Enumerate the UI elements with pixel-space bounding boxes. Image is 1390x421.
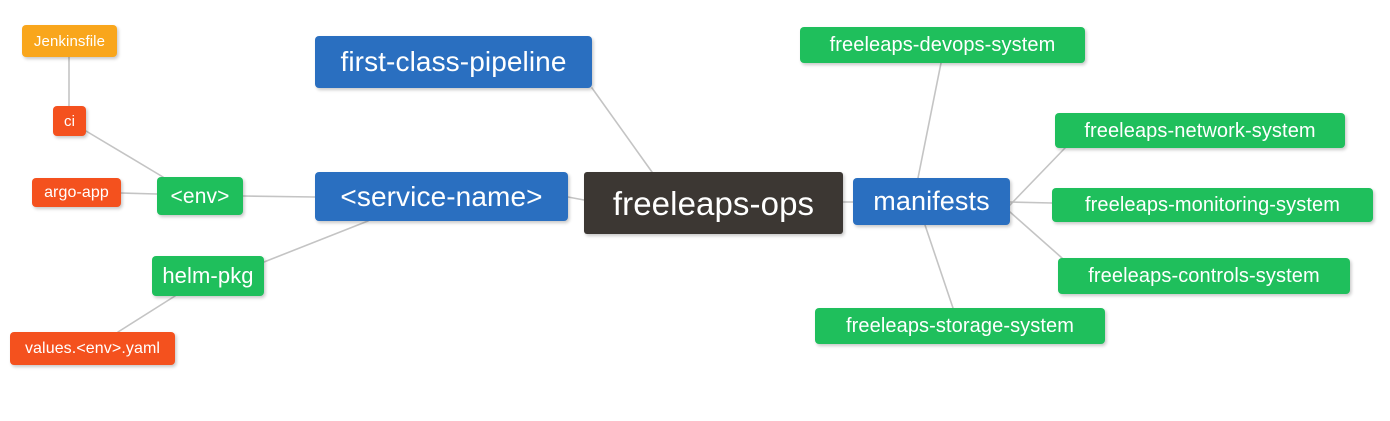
node-helm-pkg[interactable]: helm-pkg [152, 256, 264, 296]
node-values-env-yaml[interactable]: values.<env>.yaml [10, 332, 175, 365]
node-freeleaps-devops-system[interactable]: freeleaps-devops-system [800, 27, 1085, 63]
edge-first_class_pipeline-to-freeleaps-ops [591, 87, 653, 173]
node-ci[interactable]: ci [53, 106, 86, 136]
node-manifests[interactable]: manifests [853, 178, 1010, 225]
edge-manifests-to-storage_system [924, 224, 954, 309]
edge-helm_pkg-to-service_name [263, 220, 369, 263]
node-jenkinsfile[interactable]: Jenkinsfile [22, 25, 117, 57]
edge-values_yaml-to-helm_pkg [117, 295, 176, 333]
node-freeleaps-network-system[interactable]: freeleaps-network-system [1055, 113, 1345, 148]
node-argo-app[interactable]: argo-app [32, 178, 121, 207]
node-service-name[interactable]: <service-name> [315, 172, 568, 221]
edge-manifests-to-devops_system [917, 62, 942, 179]
edge-manifests-to-monitoring_system [1009, 201, 1053, 204]
node-freeleaps-controls-system[interactable]: freeleaps-controls-system [1058, 258, 1350, 294]
node-freeleaps-storage-system[interactable]: freeleaps-storage-system [815, 308, 1105, 344]
edge-argo_app-to-env [120, 192, 158, 195]
node-freeleaps-monitoring-system[interactable]: freeleaps-monitoring-system [1052, 188, 1373, 222]
edge-env-to-service_name [242, 195, 316, 198]
node-first-class-pipeline[interactable]: first-class-pipeline [315, 36, 592, 88]
edge-ci-to-env [85, 130, 164, 178]
node-freeleaps-ops[interactable]: freeleaps-ops [584, 172, 843, 234]
node-env[interactable]: <env> [157, 177, 243, 215]
edge-service_name-to-freeleaps-ops [567, 196, 585, 201]
